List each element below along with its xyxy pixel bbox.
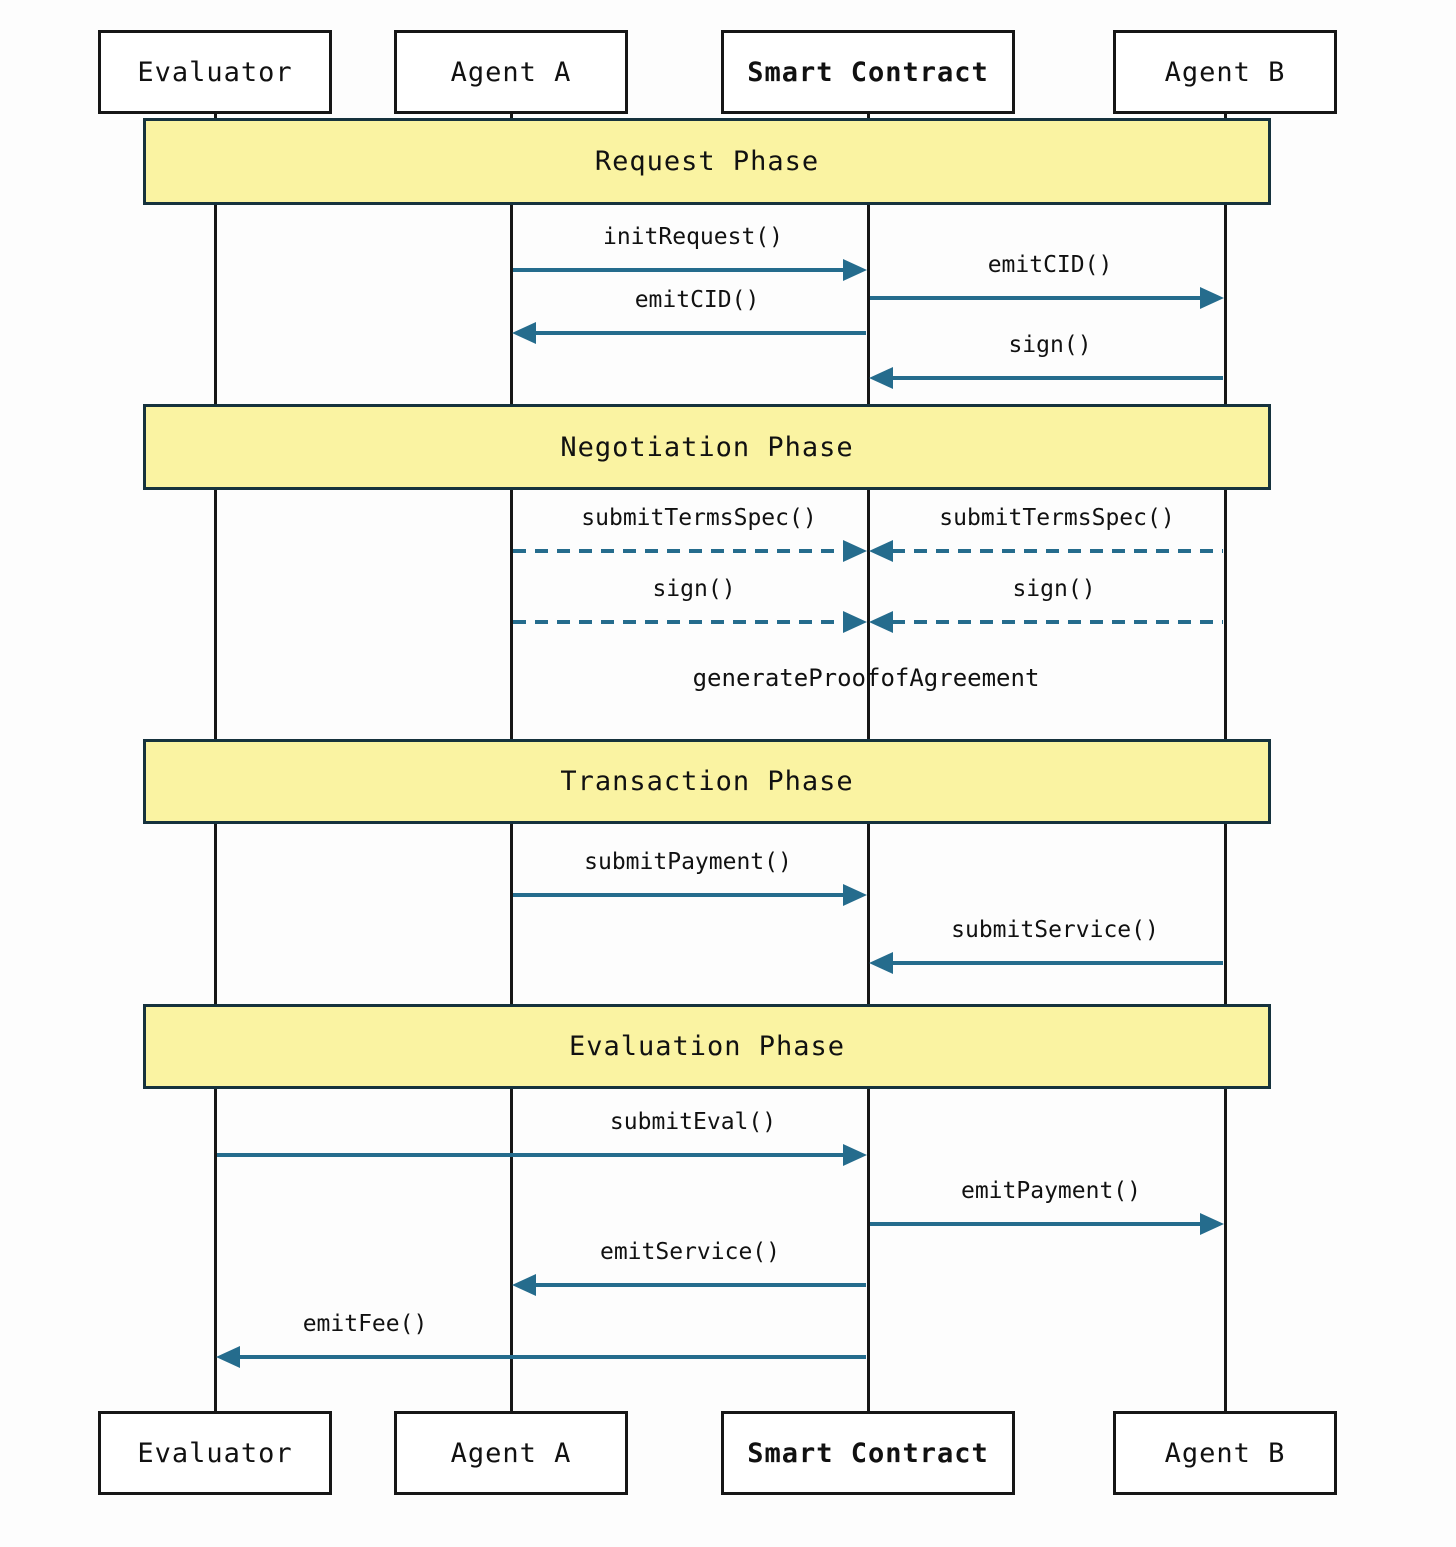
- arrowhead-icon: [1200, 1213, 1224, 1235]
- message-line-sign: [892, 620, 1223, 624]
- phase-band-negotiation-phase: Negotiation Phase: [143, 404, 1271, 490]
- actor-smart-contract-bottom: Smart Contract: [721, 1411, 1015, 1495]
- message-line-emitservice: [535, 1283, 866, 1287]
- actor-agent-a-top: Agent A: [394, 30, 628, 114]
- message-line-submitpayment: [513, 893, 844, 897]
- message-label-emitcid: emitCID(): [987, 252, 1113, 278]
- arrowhead-icon: [843, 259, 867, 281]
- arrowhead-icon: [843, 540, 867, 562]
- message-line-initrequest: [513, 268, 844, 272]
- message-line-submiteval: [217, 1153, 844, 1157]
- note-generate-proof-of-agreement: generateProofofAgreement: [692, 664, 1040, 692]
- message-label-submitpayment: submitPayment(): [584, 849, 792, 875]
- message-line-emitcid: [870, 296, 1201, 300]
- arrowhead-icon: [512, 1274, 536, 1296]
- message-label-emitfee: emitFee(): [302, 1311, 428, 1337]
- phase-label: Request Phase: [594, 146, 820, 177]
- arrowhead-icon: [1200, 287, 1224, 309]
- actor-label: Agent A: [450, 56, 572, 88]
- actor-smart-contract-top: Smart Contract: [721, 30, 1015, 114]
- arrowhead-icon: [869, 540, 893, 562]
- message-line-submitservice: [892, 961, 1223, 965]
- phase-label: Transaction Phase: [560, 766, 854, 797]
- arrowhead-icon: [869, 367, 893, 389]
- message-line-emitfee: [239, 1355, 866, 1359]
- message-label-initrequest: initRequest(): [602, 224, 784, 250]
- actor-evaluator-top: Evaluator: [98, 30, 332, 114]
- phase-band-request-phase: Request Phase: [143, 118, 1271, 205]
- message-label-emitservice: emitService(): [599, 1239, 781, 1265]
- message-label-emitpayment: emitPayment(): [960, 1178, 1142, 1204]
- message-label-sign: sign(): [1008, 332, 1092, 358]
- actor-label: Agent B: [1164, 56, 1286, 88]
- arrowhead-icon: [869, 611, 893, 633]
- message-label-submittermsspec: submitTermsSpec(): [581, 505, 817, 531]
- actor-label: Agent A: [450, 1437, 572, 1469]
- arrowhead-icon: [843, 884, 867, 906]
- actor-label: Smart Contract: [747, 56, 989, 88]
- actor-agent-b-bottom: Agent B: [1113, 1411, 1337, 1495]
- message-line-sign: [513, 620, 844, 624]
- message-label-sign: sign(): [652, 576, 736, 602]
- message-line-emitcid: [535, 331, 866, 335]
- message-line-submittermsspec: [892, 549, 1223, 553]
- phase-label: Evaluation Phase: [568, 1031, 846, 1062]
- actor-label: Evaluator: [137, 1437, 293, 1469]
- message-line-sign: [892, 376, 1223, 380]
- phase-band-evaluation-phase: Evaluation Phase: [143, 1004, 1271, 1089]
- message-line-submittermsspec: [513, 549, 844, 553]
- arrowhead-icon: [843, 1144, 867, 1166]
- actor-evaluator-bottom: Evaluator: [98, 1411, 332, 1495]
- arrowhead-icon: [843, 611, 867, 633]
- arrowhead-icon: [216, 1346, 240, 1368]
- message-label-submitservice: submitService(): [951, 917, 1159, 943]
- message-label-sign: sign(): [1012, 576, 1096, 602]
- actor-label: Agent B: [1164, 1437, 1286, 1469]
- actor-label: Evaluator: [137, 56, 293, 88]
- message-label-submiteval: submitEval(): [609, 1109, 777, 1135]
- message-line-emitpayment: [870, 1222, 1201, 1226]
- arrowhead-icon: [869, 952, 893, 974]
- arrowhead-icon: [512, 322, 536, 344]
- message-label-submittermsspec: submitTermsSpec(): [939, 505, 1175, 531]
- actor-agent-a-bottom: Agent A: [394, 1411, 628, 1495]
- actor-agent-b-top: Agent B: [1113, 30, 1337, 114]
- actor-label: Smart Contract: [747, 1437, 989, 1469]
- message-label-emitcid: emitCID(): [634, 287, 760, 313]
- phase-label: Negotiation Phase: [560, 431, 854, 463]
- phase-band-transaction-phase: Transaction Phase: [143, 739, 1271, 824]
